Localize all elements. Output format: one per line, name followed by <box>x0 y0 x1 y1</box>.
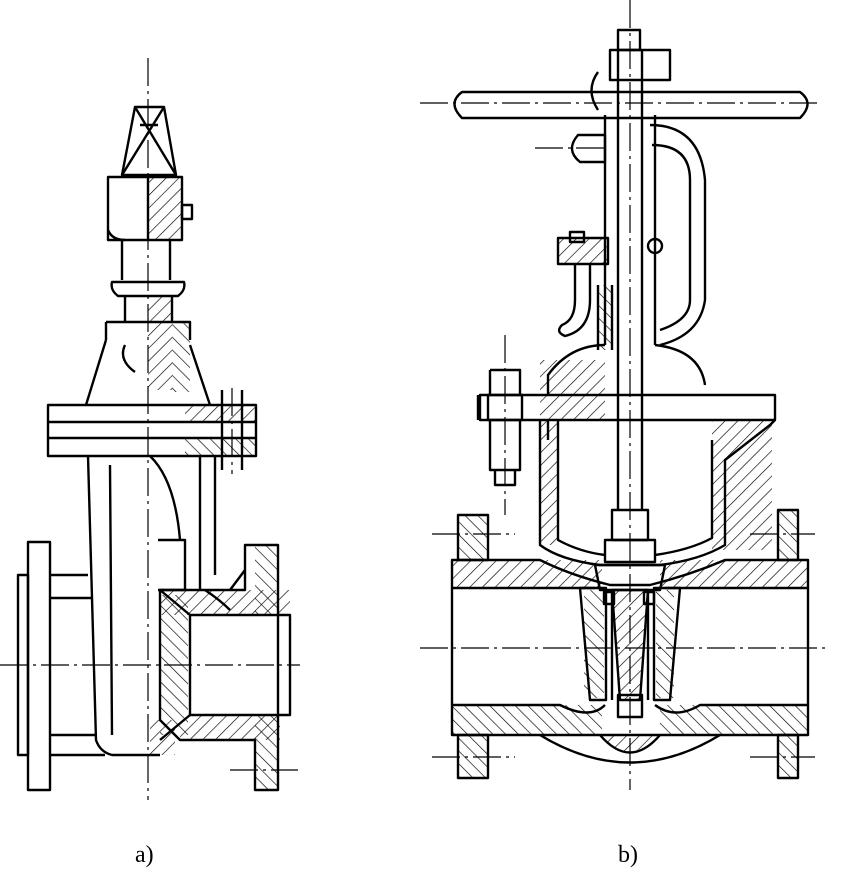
valve-a-stem-cap <box>106 105 194 242</box>
valve-b-gate <box>578 563 682 702</box>
valve-a-drawing <box>0 58 300 800</box>
valve-b-body <box>450 419 810 780</box>
valve-a-body <box>16 455 292 792</box>
valve-b-handwheel <box>453 28 809 164</box>
caption-a: a) <box>135 842 154 868</box>
valve-b-yoke <box>556 115 707 350</box>
valve-b-drawing <box>420 0 830 790</box>
valve-a-bonnet <box>46 339 258 470</box>
caption-b: b) <box>618 842 638 868</box>
valve-a-neck <box>104 240 192 392</box>
